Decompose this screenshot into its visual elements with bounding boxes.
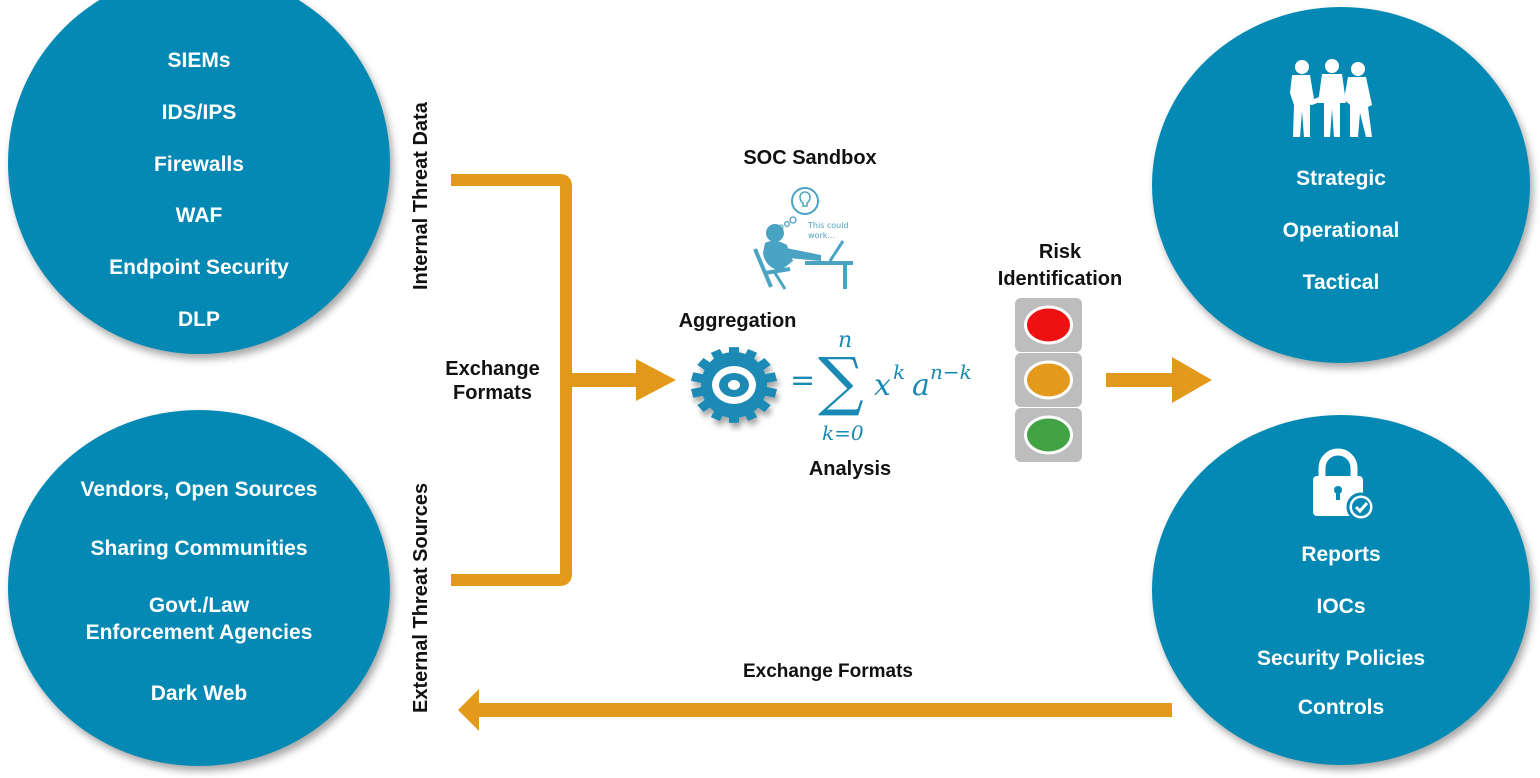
bracket-stem — [566, 373, 636, 387]
formula-equals: = — [790, 363, 816, 398]
exchange-line2: Formats — [453, 382, 532, 404]
output-item: Controls — [1297, 696, 1385, 719]
formula-aexp: n−k — [930, 360, 972, 384]
intelligence-levels-circle: Strategic Operational Tactical — [1152, 7, 1530, 363]
analysis-label: Analysis — [808, 458, 892, 480]
formula-lower: k=0 — [822, 421, 864, 445]
lock-check-icon — [1313, 448, 1376, 522]
red-light — [1024, 305, 1073, 345]
risk-line2: Identification — [997, 268, 1123, 290]
internal-sources-circle: SIEMs IDS/IPS Firewalls WAF Endpoint Sec… — [8, 0, 390, 354]
intel-level-item: Operational — [1282, 219, 1400, 242]
external-sources-circle: Vendors, Open Sources Sharing Communitie… — [8, 410, 390, 766]
outputs-circle: Reports IOCs Security Policies Controls — [1152, 415, 1530, 765]
risk-line1: Risk — [1038, 241, 1082, 263]
output-item: Security Policies — [1256, 647, 1426, 670]
arrow-to-intel-icon — [1172, 357, 1212, 403]
internal-item: DLP — [178, 308, 220, 331]
internal-item: WAF — [175, 204, 223, 227]
formula-upper: n — [838, 328, 853, 353]
output-item: Reports — [1301, 543, 1381, 566]
intel-level-item: Tactical — [1302, 271, 1380, 294]
formula-a: a — [912, 368, 930, 403]
internal-item: SIEMs — [167, 49, 231, 72]
internal-item: Endpoint Security — [109, 256, 289, 279]
return-arrow-head-icon — [458, 689, 479, 731]
soc-sandbox-title: SOC Sandbox — [743, 147, 877, 169]
people-group-icon — [1290, 59, 1372, 137]
traffic-light-icon — [1015, 298, 1082, 462]
risk-identification-label: Risk Identification — [990, 240, 1130, 291]
external-item: Enforcement Agencies — [85, 621, 313, 644]
external-item: Dark Web — [150, 682, 248, 705]
output-item: IOCs — [1316, 595, 1366, 618]
thought-text-2: work... — [808, 231, 835, 240]
gear-icon — [690, 347, 778, 423]
internal-item: IDS/IPS — [161, 101, 237, 124]
external-item: Govt./Law — [148, 594, 250, 617]
green-light — [1024, 415, 1073, 455]
aggregation-label: Aggregation — [678, 310, 797, 332]
external-item: Vendors, Open Sources — [80, 478, 318, 501]
external-item: Sharing Communities — [90, 537, 308, 560]
thinking-analyst-icon: This could work... — [753, 187, 853, 290]
return-arrow-shaft — [478, 703, 1172, 717]
formula-x: x — [874, 368, 891, 403]
arrow-to-aggregation-icon — [636, 359, 676, 401]
exchange-formats-out-label: Exchange Formats — [743, 661, 913, 682]
formula-sigma: ∑ — [818, 345, 864, 419]
amber-light — [1024, 360, 1073, 400]
intel-level-item: Strategic — [1296, 167, 1386, 190]
exchange-line1: Exchange — [445, 358, 540, 380]
thought-text-1: This could — [807, 221, 849, 230]
arrow-out-shaft — [1106, 373, 1174, 387]
formula-xexp: k — [893, 360, 906, 384]
exchange-formats-in-label: Exchange Formats — [430, 357, 555, 405]
internal-item: Firewalls — [154, 153, 244, 176]
